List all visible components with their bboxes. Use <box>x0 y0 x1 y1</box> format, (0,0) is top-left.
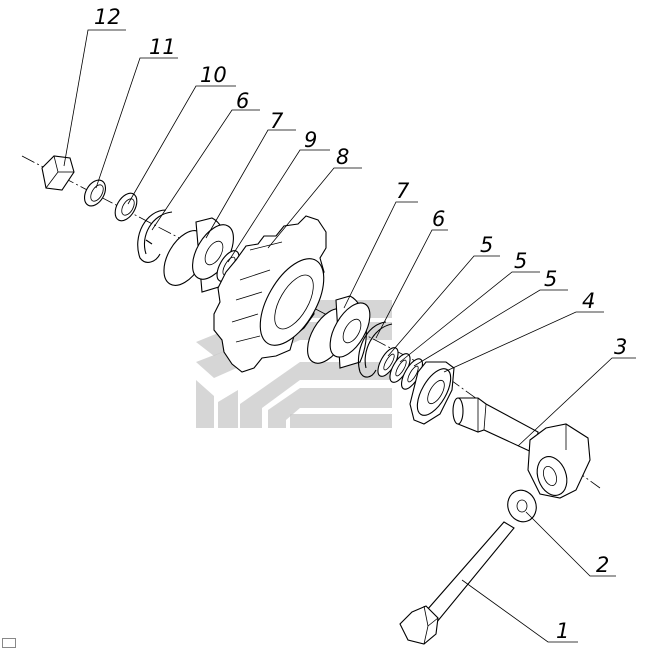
sprocket-part-8 <box>213 215 327 373</box>
callout-labels: 12 11 10 6 7 9 8 7 6 5 5 5 4 3 2 1 <box>94 5 627 643</box>
washer-part-11 <box>83 179 107 207</box>
retaining-ring-part-6-lower <box>358 321 393 378</box>
washer-part-2 <box>507 489 537 523</box>
callout-6-lower: 6 <box>432 207 445 231</box>
hex-nut-part-12 <box>41 155 75 191</box>
callout-10: 10 <box>200 63 227 87</box>
washer-part-10 <box>114 192 138 222</box>
bolt-part-1 <box>399 521 515 645</box>
bearing-part-7-upper <box>163 217 234 293</box>
center-axis-upper <box>21 155 449 379</box>
nut-part-4 <box>409 361 455 425</box>
callout-2: 2 <box>596 553 609 577</box>
callout-9: 9 <box>304 128 317 152</box>
bearing-part-7-lower <box>307 295 371 369</box>
spacer-ring-part-5-c <box>401 358 423 390</box>
corner-marker-icon <box>2 638 16 648</box>
callout-1: 1 <box>556 619 569 643</box>
callout-8: 8 <box>336 145 349 169</box>
callout-6-upper: 6 <box>236 89 249 113</box>
callout-5-c: 5 <box>544 267 557 291</box>
callout-12: 12 <box>94 5 121 29</box>
callout-7-upper: 7 <box>270 109 284 133</box>
callout-7-lower: 7 <box>396 179 410 203</box>
callout-5-a: 5 <box>480 233 493 257</box>
shaft-part-3 <box>452 397 591 499</box>
leader-lines <box>63 29 636 643</box>
retaining-ring-part-6-upper <box>137 209 173 263</box>
callout-11: 11 <box>149 35 176 59</box>
callout-5-b: 5 <box>514 249 527 273</box>
callout-4: 4 <box>582 289 595 313</box>
callout-3: 3 <box>614 335 627 359</box>
